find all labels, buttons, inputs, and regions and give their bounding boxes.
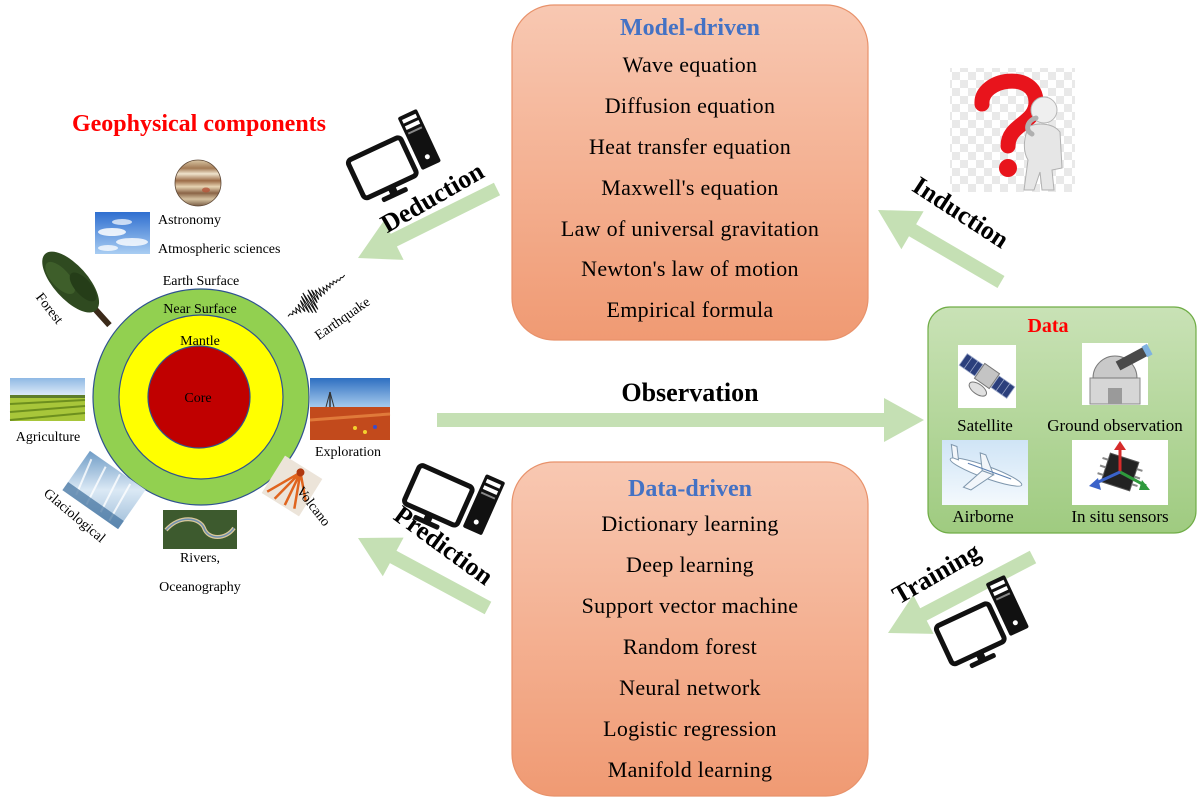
atmospheric-sciences-label: Atmospheric sciences <box>158 242 280 257</box>
training-label: Training <box>887 537 985 610</box>
data-driven-title: Data-driven <box>628 476 752 502</box>
prediction-arrow <box>358 537 492 615</box>
in-situ-sensors-label: In situ sensors <box>1071 507 1168 526</box>
person-arm <box>1025 115 1039 137</box>
model-item: Law of universal gravitation <box>561 216 819 241</box>
seismogram-image <box>287 274 346 317</box>
observation-arrow <box>437 398 924 442</box>
model-item: Heat transfer equation <box>589 134 791 159</box>
airborne-label: Airborne <box>952 507 1013 526</box>
core-circle <box>147 345 251 449</box>
mantle-label: Mantle <box>180 334 220 349</box>
deduction-arrow <box>358 182 501 260</box>
earth-surface-label: Earth Surface <box>163 274 240 289</box>
astronomy-label: Astronomy <box>158 213 221 228</box>
person-body <box>1023 123 1063 191</box>
volcano-image <box>261 455 323 517</box>
earthquake-label: Earthquake <box>312 295 373 344</box>
model-driven-title: Model-driven <box>620 15 760 41</box>
data-item: Support vector machine <box>582 593 799 618</box>
model-item: Diffusion equation <box>605 93 776 118</box>
satellite-icon <box>958 345 1016 408</box>
glacier-image <box>62 450 146 530</box>
data-item: Random forest <box>623 634 757 659</box>
agriculture-label: Agriculture <box>16 430 81 445</box>
exploration-label: Exploration <box>315 445 381 460</box>
data-item: Logistic regression <box>603 716 777 741</box>
core-label: Core <box>184 391 211 406</box>
data-item: Manifold learning <box>608 757 773 782</box>
training-arrow <box>888 550 1037 634</box>
river-image <box>163 510 237 549</box>
geophysical-title: Geophysical components <box>72 111 326 137</box>
observation-label: Observation <box>621 378 759 407</box>
question-mark-dot <box>999 159 1017 177</box>
induction-arrow <box>878 210 1005 288</box>
data-title: Data <box>1027 315 1068 337</box>
earth-layers <box>92 288 310 506</box>
model-driven-box: Model-driven Wave equation Diffusion equ… <box>511 4 869 341</box>
oceanography-label: Oceanography <box>159 580 241 595</box>
agriculture-image <box>9 378 86 421</box>
model-item: Empirical formula <box>607 297 774 322</box>
data-box: Data Satellite <box>927 306 1197 534</box>
sensor-chip-icon <box>1072 440 1168 505</box>
model-item: Maxwell's equation <box>601 175 778 200</box>
rivers-label: Rivers, <box>180 551 220 566</box>
model-item: Newton's law of motion <box>581 256 799 281</box>
arrow-layer <box>358 182 1037 634</box>
sky-image <box>95 212 150 254</box>
data-driven-box: Data-driven Dictionary learning Deep lea… <box>511 461 869 797</box>
model-item: Wave equation <box>623 52 758 77</box>
satellite-label: Satellite <box>957 416 1013 435</box>
tree-image <box>42 251 112 328</box>
data-item: Dictionary learning <box>601 511 778 536</box>
model-driven-box-bg <box>511 4 869 341</box>
jupiter-image <box>174 159 222 207</box>
exploration-image <box>309 378 391 440</box>
observatory-icon <box>1082 343 1153 405</box>
question-person-icon <box>950 68 1075 192</box>
airplane-icon <box>942 440 1028 505</box>
data-item: Deep learning <box>626 552 754 577</box>
data-item: Neural network <box>619 675 761 700</box>
ground-observation-label: Ground observation <box>1047 416 1183 435</box>
data-driven-box-bg <box>511 461 869 797</box>
near-surface-label: Near Surface <box>163 302 236 317</box>
